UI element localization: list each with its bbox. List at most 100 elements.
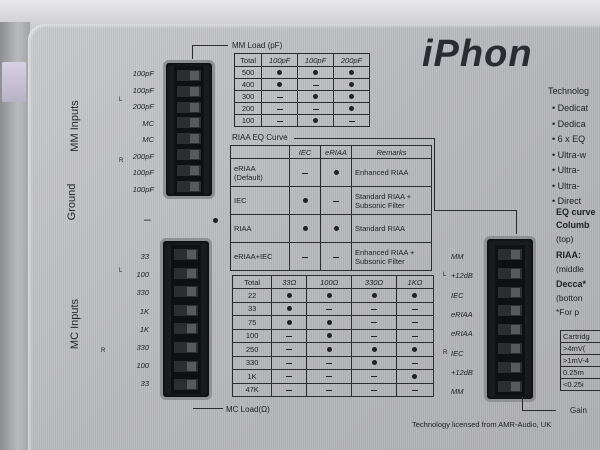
dip-toggle[interactable] bbox=[495, 245, 525, 264]
riaa-iec-cell bbox=[289, 158, 321, 187]
on-dot bbox=[412, 346, 418, 352]
toggle-track bbox=[498, 343, 522, 354]
on-dot bbox=[277, 82, 283, 87]
dip-toggle[interactable] bbox=[171, 245, 201, 264]
mm-load-cell bbox=[297, 114, 335, 127]
mc-load-total: 33 bbox=[231, 301, 273, 316]
dip-toggle[interactable] bbox=[171, 375, 201, 395]
mc-load-cell bbox=[351, 355, 397, 370]
toggle-track bbox=[177, 117, 201, 129]
toggle-knob bbox=[511, 381, 520, 391]
dip-toggle[interactable] bbox=[174, 66, 204, 85]
riaa-title: RIAA EQ Curve bbox=[232, 133, 288, 142]
mc-dip-switch[interactable] bbox=[160, 238, 212, 400]
dip-toggle[interactable] bbox=[171, 282, 201, 302]
mc-load-cell bbox=[271, 382, 308, 397]
toggle-knob bbox=[187, 380, 196, 390]
mc-load-cell bbox=[395, 301, 435, 316]
switch-position-label: MC bbox=[142, 118, 154, 128]
mc-load-cell bbox=[271, 301, 308, 316]
switch-position-label: 100pF bbox=[132, 69, 154, 78]
switch-position-label: 330 bbox=[136, 343, 149, 352]
toggle-knob bbox=[190, 86, 199, 96]
riaa-leader-h2 bbox=[434, 210, 516, 211]
dip-toggle[interactable] bbox=[495, 282, 525, 302]
on-dot bbox=[333, 226, 339, 231]
dip-toggle[interactable] bbox=[174, 176, 204, 196]
toggle-knob bbox=[511, 287, 520, 297]
riaa-header bbox=[230, 145, 290, 159]
background-top bbox=[0, 0, 600, 26]
mm-load-cell bbox=[333, 114, 370, 127]
riaa-eriaa-cell bbox=[320, 158, 352, 187]
dip-toggle[interactable] bbox=[174, 97, 204, 117]
toggle-knob bbox=[187, 361, 196, 371]
mc-load-total: 22 bbox=[231, 288, 273, 303]
dip-toggle[interactable] bbox=[171, 319, 201, 339]
feature-bullet: • Dedica bbox=[552, 118, 586, 129]
mm-side-l: L bbox=[119, 97, 123, 103]
dip-toggle[interactable] bbox=[171, 338, 201, 357]
riaa-remarks: Standard RIAA + Subsonic Filter bbox=[351, 186, 432, 215]
switch-position-label: +12dB bbox=[451, 271, 473, 281]
dip-toggle[interactable] bbox=[174, 129, 204, 149]
dip-toggle[interactable] bbox=[171, 300, 201, 320]
dip-toggle[interactable] bbox=[495, 376, 525, 396]
dip-toggle[interactable] bbox=[495, 320, 525, 340]
mm-load-cell bbox=[261, 114, 299, 127]
ground-minus: – bbox=[144, 212, 151, 226]
toggle-track bbox=[177, 133, 201, 145]
toggle-track bbox=[177, 101, 201, 113]
off-dash bbox=[276, 96, 283, 98]
toggle-track bbox=[174, 249, 198, 260]
mm-side-r: R bbox=[119, 158, 124, 164]
off-dash bbox=[326, 389, 333, 391]
toggle-knob bbox=[190, 150, 199, 159]
mc-load-cell bbox=[395, 355, 435, 370]
mm-load-cell bbox=[333, 102, 370, 115]
mm-load-total: 300 bbox=[233, 90, 263, 103]
dip-toggle[interactable] bbox=[171, 263, 201, 283]
riaa-remarks: Standard RIAA bbox=[351, 214, 432, 243]
off-dash bbox=[411, 362, 418, 364]
mm-load-total: 400 bbox=[233, 78, 263, 91]
toggle-knob bbox=[187, 343, 196, 352]
gain-dip-switch[interactable] bbox=[484, 236, 536, 402]
dip-toggle[interactable] bbox=[174, 160, 204, 180]
dip-toggle[interactable] bbox=[495, 301, 525, 321]
off-dash bbox=[333, 256, 339, 258]
dip-toggle[interactable] bbox=[174, 113, 204, 133]
on-dot bbox=[326, 333, 332, 339]
off-dash bbox=[371, 376, 378, 378]
gain-label: Gain bbox=[570, 406, 587, 415]
dip-toggle[interactable] bbox=[495, 357, 525, 377]
dip-toggle[interactable] bbox=[171, 356, 201, 376]
riaa-remarks: Enhanced RIAA bbox=[351, 158, 432, 187]
toggle-track bbox=[174, 267, 198, 279]
mm-load-cell bbox=[297, 102, 335, 115]
mc-load-cell bbox=[306, 288, 353, 303]
off-dash bbox=[276, 108, 283, 110]
switch-position-label: MM bbox=[451, 387, 464, 397]
riaa-eriaa-cell bbox=[320, 186, 352, 215]
on-dot bbox=[286, 292, 292, 298]
technology-heading: Technolog bbox=[548, 86, 590, 96]
mc-load-cell bbox=[271, 369, 308, 384]
toggle-knob bbox=[511, 250, 520, 259]
mm-dip-switch[interactable] bbox=[163, 60, 215, 199]
toggle-knob bbox=[511, 325, 520, 335]
on-dot bbox=[349, 106, 355, 111]
mc-load-cell bbox=[351, 382, 397, 397]
riaa-row-label: eRIAA (Default) bbox=[230, 158, 290, 187]
dip-toggle[interactable] bbox=[174, 145, 204, 164]
switch-position-label: 100pF bbox=[132, 168, 154, 177]
dip-toggle[interactable] bbox=[174, 81, 204, 101]
off-dash bbox=[371, 389, 378, 391]
dip-toggle[interactable] bbox=[495, 263, 525, 283]
feature-bullet: • Ultra- bbox=[552, 180, 580, 191]
off-dash bbox=[411, 335, 418, 337]
off-dash bbox=[286, 362, 293, 364]
riaa-leader-v2 bbox=[516, 210, 517, 234]
dip-toggle[interactable] bbox=[495, 339, 525, 358]
